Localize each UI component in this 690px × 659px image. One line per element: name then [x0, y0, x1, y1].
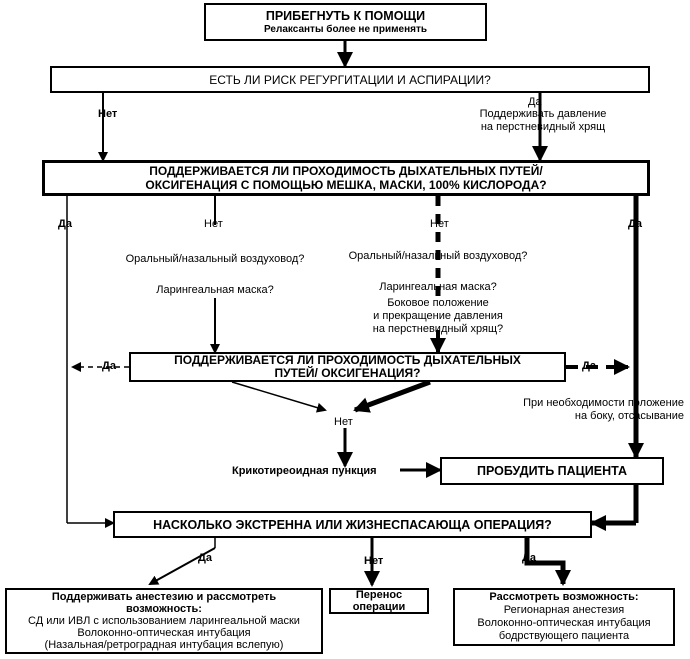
box-left-line4: Волоконно-оптическая интубация — [77, 627, 251, 639]
box-right-line2: Регионарная анестезия — [503, 604, 625, 616]
label-risk-yes: Да — [528, 96, 542, 108]
side-note-lateral-suction: При необходимости положение на боку, отс… — [492, 397, 684, 423]
arrow-airway2-no-thin — [231, 381, 327, 413]
box-airway-bag-mask: ПОДДЕРЖИВАЕТСЯ ЛИ ПРОХОДИМОСТЬ ДЫХАТЕЛЬН… — [42, 160, 650, 196]
box-left-line5: (Назальная/ретроградная интубация вслепу… — [44, 639, 284, 651]
note-risk-yes: Поддерживать давление на перстневидный х… — [458, 108, 628, 134]
box-left-line2: возможность: — [126, 603, 202, 615]
box-urgency: НАСКОЛЬКО ЭКСТРЕННА ИЛИ ЖИЗНЕСПАСАЮЩА ОП… — [113, 511, 592, 538]
label-airway-yes-right: Да — [628, 218, 642, 230]
box-get-help-title: ПРИБЕГНУТЬ К ПОМОЩИ — [265, 8, 426, 23]
box-postpone-surgery: Перенос операции — [329, 588, 429, 614]
side-note-line1: При необходимости положение — [523, 397, 684, 409]
box-consider-options: Рассмотреть возможность: Регионарная ане… — [453, 588, 675, 646]
right-branch-lateral: Боковое положение и прекращение давления… — [343, 297, 533, 336]
box-left-line3: СД или ИВЛ с использованием ларингеально… — [28, 615, 300, 627]
arrow-airway2-no-thick — [353, 379, 431, 413]
box-airway-oxygenation: ПОДДЕРЖИВАЕТСЯ ЛИ ПРОХОДИМОСТЬ ДЫХАТЕЛЬН… — [129, 352, 566, 382]
box-right-line4: бодрствующего пациента — [498, 630, 630, 642]
right-branch-airway-q: Оральный/назальный воздуховод? — [348, 250, 528, 262]
note-risk-yes-line1: Поддерживать давление — [479, 108, 607, 120]
line-urgent-yes-left-d — [148, 547, 216, 585]
label-risk-no: Нет — [98, 108, 118, 120]
box-airway-line1: ПОДДЕРЖИВАЕТСЯ ЛИ ПРОХОДИМОСТЬ ДЫХАТЕЛЬН… — [149, 164, 543, 178]
label-airway2-no: Нет — [334, 416, 353, 428]
label-urgent-no: Нет — [364, 555, 384, 567]
box-airway2-line2: ПУТЕЙ/ ОКСИГЕНАЦИЯ? — [274, 366, 421, 380]
label-airway-no-left: Нет — [204, 218, 223, 230]
right-branch-lateral-line2: и прекращение давления — [373, 310, 503, 322]
box-continue-anesthesia: Поддерживать анестезию и рассмотреть воз… — [5, 588, 323, 654]
box-risk-regurgitation: ЕСТЬ ЛИ РИСК РЕГУРГИТАЦИИ И АСПИРАЦИИ? — [50, 66, 650, 93]
label-airway2-yes-left: Да — [102, 360, 116, 372]
label-urgent-yes-right: Да — [522, 552, 536, 564]
box-right-line3: Волоконно-оптическая интубация — [477, 617, 651, 629]
left-branch-lma-q: Ларингеальная маска? — [156, 284, 274, 296]
box-airway-line2: ОКСИГЕНАЦИЯ С ПОМОЩЬЮ МЕШКА, МАСКИ, 100%… — [145, 178, 547, 192]
right-branch-lma-q: Ларингеальная маска? — [379, 281, 497, 293]
box-wake-patient: ПРОБУДИТЬ ПАЦИЕНТА — [440, 457, 664, 485]
label-urgent-yes-left: Да — [198, 552, 212, 564]
label-airway2-yes-right: Да — [582, 360, 596, 372]
box-wake-text: ПРОБУДИТЬ ПАЦИЕНТА — [476, 464, 628, 478]
box-airway2-line1: ПОДДЕРЖИВАЕТСЯ ЛИ ПРОХОДИМОСТЬ ДЫХАТЕЛЬН… — [174, 353, 521, 367]
box-mid-text: Перенос операции — [352, 589, 406, 613]
box-get-help-subtitle: Релаксанты более не применять — [264, 23, 427, 35]
arrow-urgent-yes-right — [524, 538, 571, 586]
box-get-help: ПРИБЕГНУТЬ К ПОМОЩИ Релаксанты более не … — [204, 3, 487, 41]
cricothyroid-puncture: Крикотиреоидная пункция — [232, 465, 377, 477]
label-airway-yes-left: Да — [58, 218, 72, 230]
box-left-line1: Поддерживать анестезию и рассмотреть — [51, 591, 277, 603]
left-branch-airway-q: Оральный/назальный воздуховод? — [125, 253, 305, 265]
label-airway-no-right: Нет — [430, 218, 449, 230]
right-branch-lateral-line1: Боковое положение — [387, 297, 489, 309]
side-note-line2: на боку, отсасывание — [574, 410, 684, 422]
box-risk-text: ЕСТЬ ЛИ РИСК РЕГУРГИТАЦИИ И АСПИРАЦИИ? — [209, 72, 491, 87]
right-branch-lateral-line3: на перстневидный хрящ? — [372, 323, 504, 335]
note-risk-yes-line2: на перстневидный хрящ — [480, 121, 606, 133]
box-urgency-text: НАСКОЛЬКО ЭКСТРЕННА ИЛИ ЖИЗНЕСПАСАЮЩА ОП… — [153, 517, 552, 532]
box-right-line1: Рассмотреть возможность: — [489, 591, 639, 603]
